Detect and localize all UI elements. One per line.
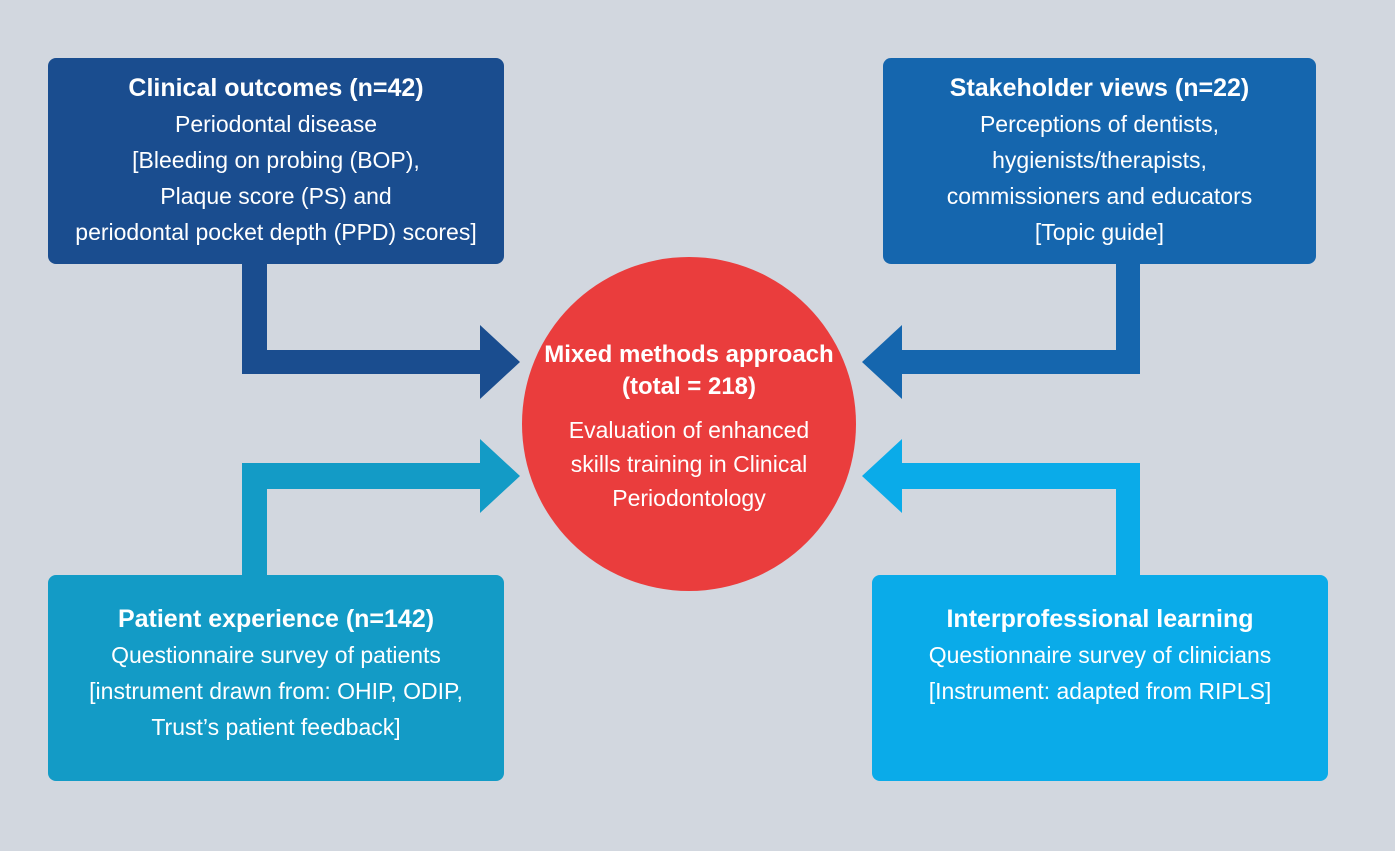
center-body-line: Periodontology	[612, 485, 766, 511]
patient-experience-line: [instrument drawn from: OHIP, ODIP,	[89, 678, 463, 704]
mixed-methods-circle: Mixed methods approach (total = 218) Eva…	[522, 257, 856, 591]
center-body-line: Evaluation of enhanced	[568, 417, 810, 443]
stakeholder-views-line: Perceptions of dentists,	[979, 111, 1220, 137]
center-title-line: Mixed methods approach	[544, 341, 834, 368]
arrow-clinical-to-center	[242, 264, 520, 399]
arrow-interprofessional-to-center	[862, 439, 1140, 575]
arrow-stakeholder-to-center	[862, 264, 1140, 399]
clinical-outcomes-line: Plaque score (PS) and	[160, 183, 392, 209]
center-title-line: (total = 218)	[621, 373, 757, 400]
stakeholder-views-line: [Topic guide]	[1034, 219, 1165, 245]
clinical-outcomes-line: Periodontal disease	[174, 111, 378, 137]
center-body-line: skills training in Clinical	[570, 451, 808, 477]
interprofessional-learning-box: Interprofessional learning Questionnaire…	[872, 575, 1328, 781]
clinical-outcomes-line: periodontal pocket depth (PPD) scores]	[75, 219, 477, 245]
patient-experience-line: Trust’s patient feedback]	[151, 714, 401, 740]
stakeholder-views-line: hygienists/therapists,	[992, 147, 1207, 173]
stakeholder-views-title: Stakeholder views (n=22)	[949, 74, 1250, 102]
patient-experience-title: Patient experience (n=142)	[117, 605, 435, 633]
stakeholder-views-line: commissioners and educators	[946, 183, 1253, 209]
patient-experience-box: Patient experience (n=142) Questionnaire…	[48, 575, 504, 781]
interprofessional-learning-line: Questionnaire survey of clinicians	[928, 642, 1272, 668]
arrow-patient-to-center	[242, 439, 520, 575]
interprofessional-learning-title: Interprofessional learning	[946, 605, 1254, 633]
clinical-outcomes-title: Clinical outcomes (n=42)	[128, 74, 424, 102]
stakeholder-views-box: Stakeholder views (n=22) Perceptions of …	[883, 58, 1316, 264]
interprofessional-learning-line: [Instrument: adapted from RIPLS]	[928, 678, 1272, 704]
clinical-outcomes-line: [Bleeding on probing (BOP),	[132, 147, 420, 173]
clinical-outcomes-box: Clinical outcomes (n=42) Periodontal dis…	[48, 58, 504, 264]
patient-experience-line: Questionnaire survey of patients	[111, 642, 441, 668]
